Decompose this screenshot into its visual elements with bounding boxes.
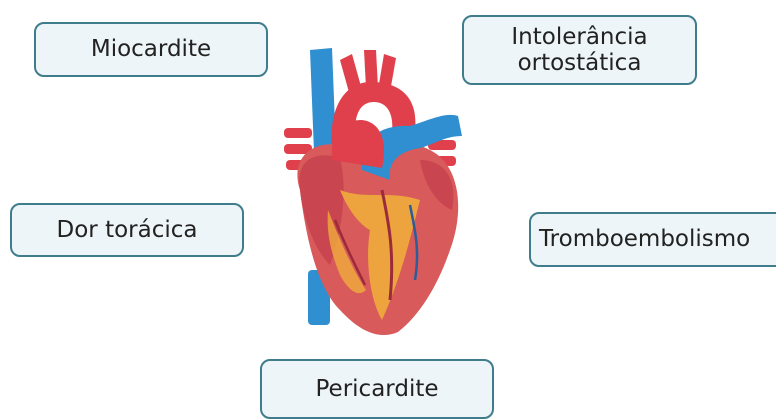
label-miocardite: Miocardite: [34, 22, 268, 77]
label-intolerancia-line2: ortostática: [511, 50, 647, 76]
label-pericardite: Pericardite: [260, 359, 494, 419]
label-dor-toracica-text: Dor torácica: [57, 217, 198, 243]
pulmonary-vein-left-1: [284, 128, 312, 138]
heart-illustration: [270, 40, 490, 340]
label-tromboembolismo: Tromboembolismo: [529, 212, 776, 267]
label-intolerancia-line1: Intolerância: [511, 24, 647, 50]
label-pericardite-text: Pericardite: [316, 376, 439, 402]
label-tromboembolismo-text: Tromboembolismo: [539, 226, 750, 252]
label-dor-toracica: Dor torácica: [10, 203, 244, 257]
label-intolerancia-ortostatica: Intolerância ortostática: [462, 15, 697, 85]
label-miocardite-text: Miocardite: [91, 36, 211, 62]
